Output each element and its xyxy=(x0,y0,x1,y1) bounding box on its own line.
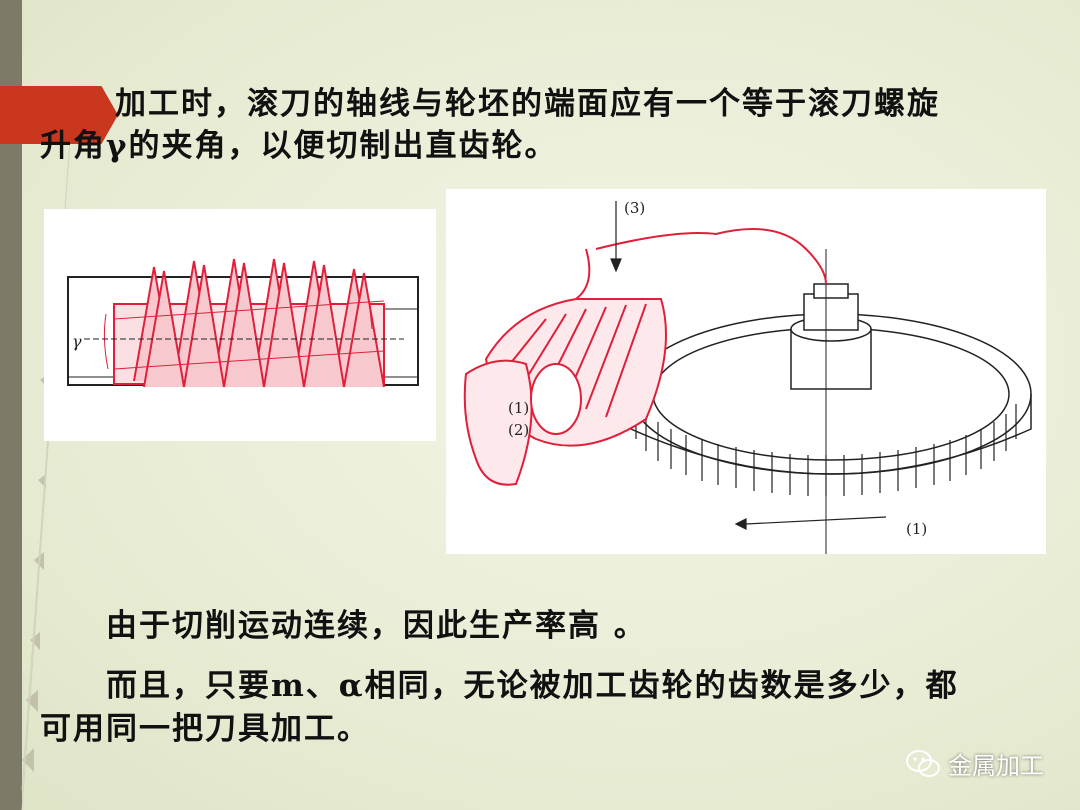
paragraph1-line1: 加工时，滚刀的轴线与轮坯的端面应有一个等于滚刀螺旋 xyxy=(115,86,940,122)
paragraph2: 由于切削运动连续，因此生产率高 。 xyxy=(106,608,647,644)
paragraph1-line2: 升角γ的夹角，以便切制出直齿轮。 xyxy=(40,128,558,164)
title-accent-tab xyxy=(0,86,118,144)
gear-hobbing-figure: (3) (1) (2) (1) xyxy=(446,189,1046,554)
label-hob-2: (2) xyxy=(508,421,529,439)
label-hob-1: (1) xyxy=(508,399,529,417)
left-side-bar xyxy=(0,0,22,810)
gamma-angle-label: γ xyxy=(72,332,82,351)
paragraph3-line2: 可用同一把刀具加工。 xyxy=(40,711,370,747)
label-gear-1: (1) xyxy=(906,520,927,538)
label-feed-3: (3) xyxy=(624,199,645,217)
hob-helix-angle-figure: γ xyxy=(44,209,436,441)
watermark-text: 金属加工 xyxy=(948,752,1044,780)
wechat-icon xyxy=(906,749,940,777)
paragraph3-line1: 而且，只要m、α相同，无论被加工齿轮的齿数是多少，都 xyxy=(106,668,959,704)
watermark: 金属加工 xyxy=(906,746,1044,781)
